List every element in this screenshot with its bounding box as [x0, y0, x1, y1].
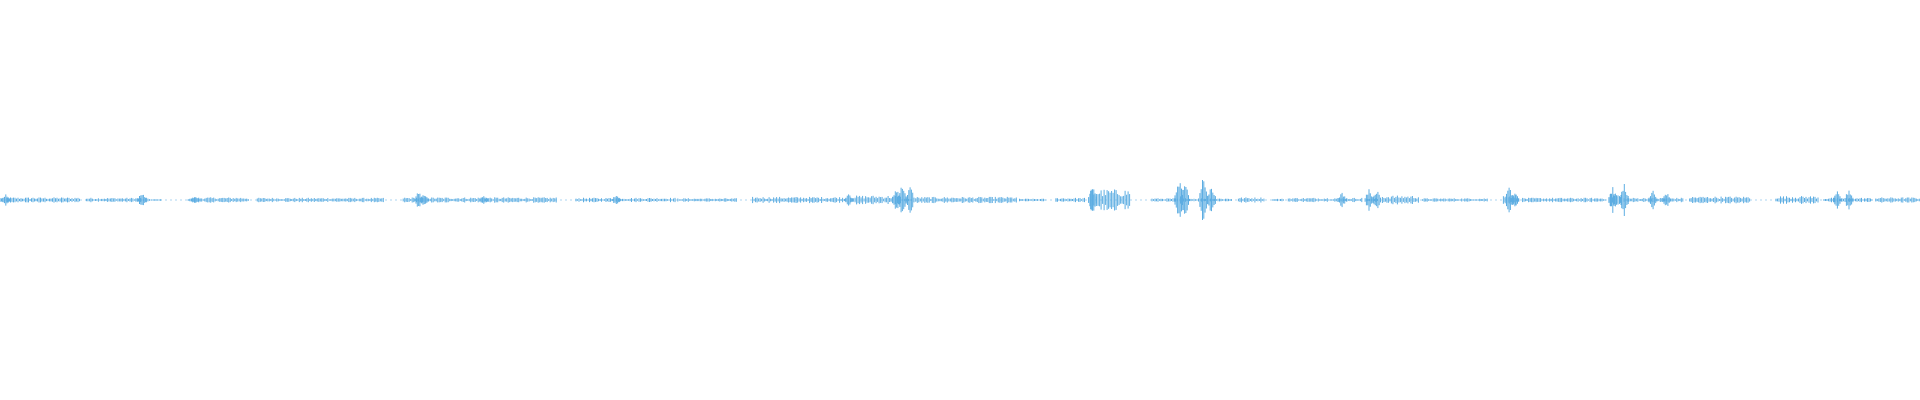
waveform-bars	[0, 180, 1920, 220]
